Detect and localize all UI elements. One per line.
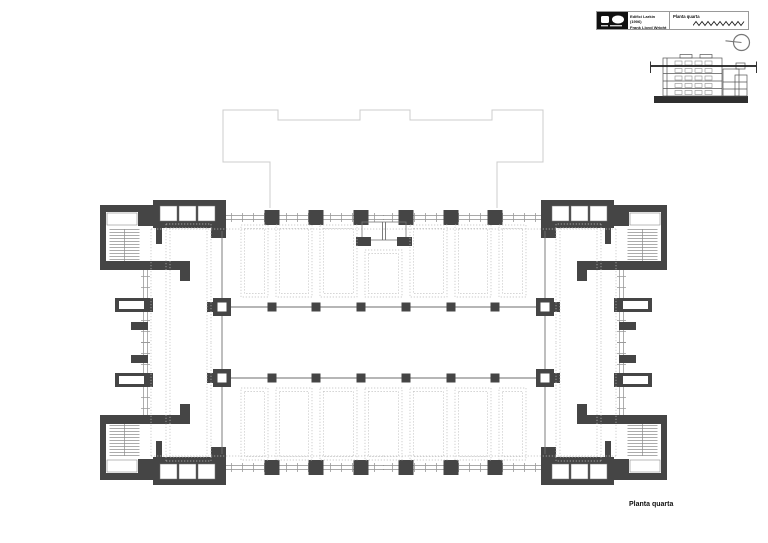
project-architect: Frank Lloyd Wright [630, 24, 667, 29]
logo-mark-icon [601, 15, 624, 27]
north-arrow-icon [725, 33, 751, 52]
annex-footprint-outline [222, 109, 544, 208]
project-title: Edifici Larkin (1906) [630, 14, 656, 25]
plan-caption: Planta quarta [629, 501, 674, 508]
office-bays-bottom [240, 387, 527, 461]
scale-bar-icon [693, 20, 745, 27]
project-info: Edifici Larkin (1906) Frank Lloyd Wright [628, 12, 669, 29]
office-bays-top [240, 224, 527, 298]
west-gallery-dotted [150, 223, 384, 343]
tower-window [106, 212, 138, 226]
section-key-drawing [650, 54, 757, 103]
plan-quadrant-bottom-left [100, 343, 384, 486]
sheet-title-cell: Planta quarta [669, 12, 748, 29]
section-windows [674, 60, 713, 95]
title-block: Edifici Larkin (1906) Frank Lloyd Wright… [596, 11, 749, 30]
plan-quadrant-top-left [100, 200, 384, 343]
plan-quadrant-top-right [383, 200, 667, 343]
entrance-vestibule [356, 221, 412, 246]
school-logo [597, 12, 628, 29]
sheet-title: Planta quarta [673, 14, 700, 19]
section-ground [654, 96, 748, 103]
plan-quadrant-bottom-right [383, 343, 667, 486]
